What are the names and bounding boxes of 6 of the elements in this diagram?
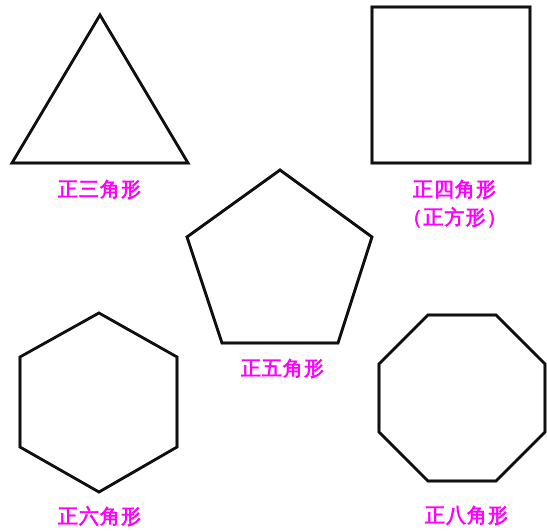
- shape-name-label: 正八角形: [425, 503, 509, 527]
- shape-name-label: 正三角形: [58, 177, 142, 201]
- shape-name-label: （正方形）: [402, 205, 508, 229]
- shape-name-label: 正四角形: [413, 177, 497, 201]
- shape-name-label: 正五角形: [241, 356, 325, 380]
- shape-name-label: 正六角形: [58, 504, 142, 528]
